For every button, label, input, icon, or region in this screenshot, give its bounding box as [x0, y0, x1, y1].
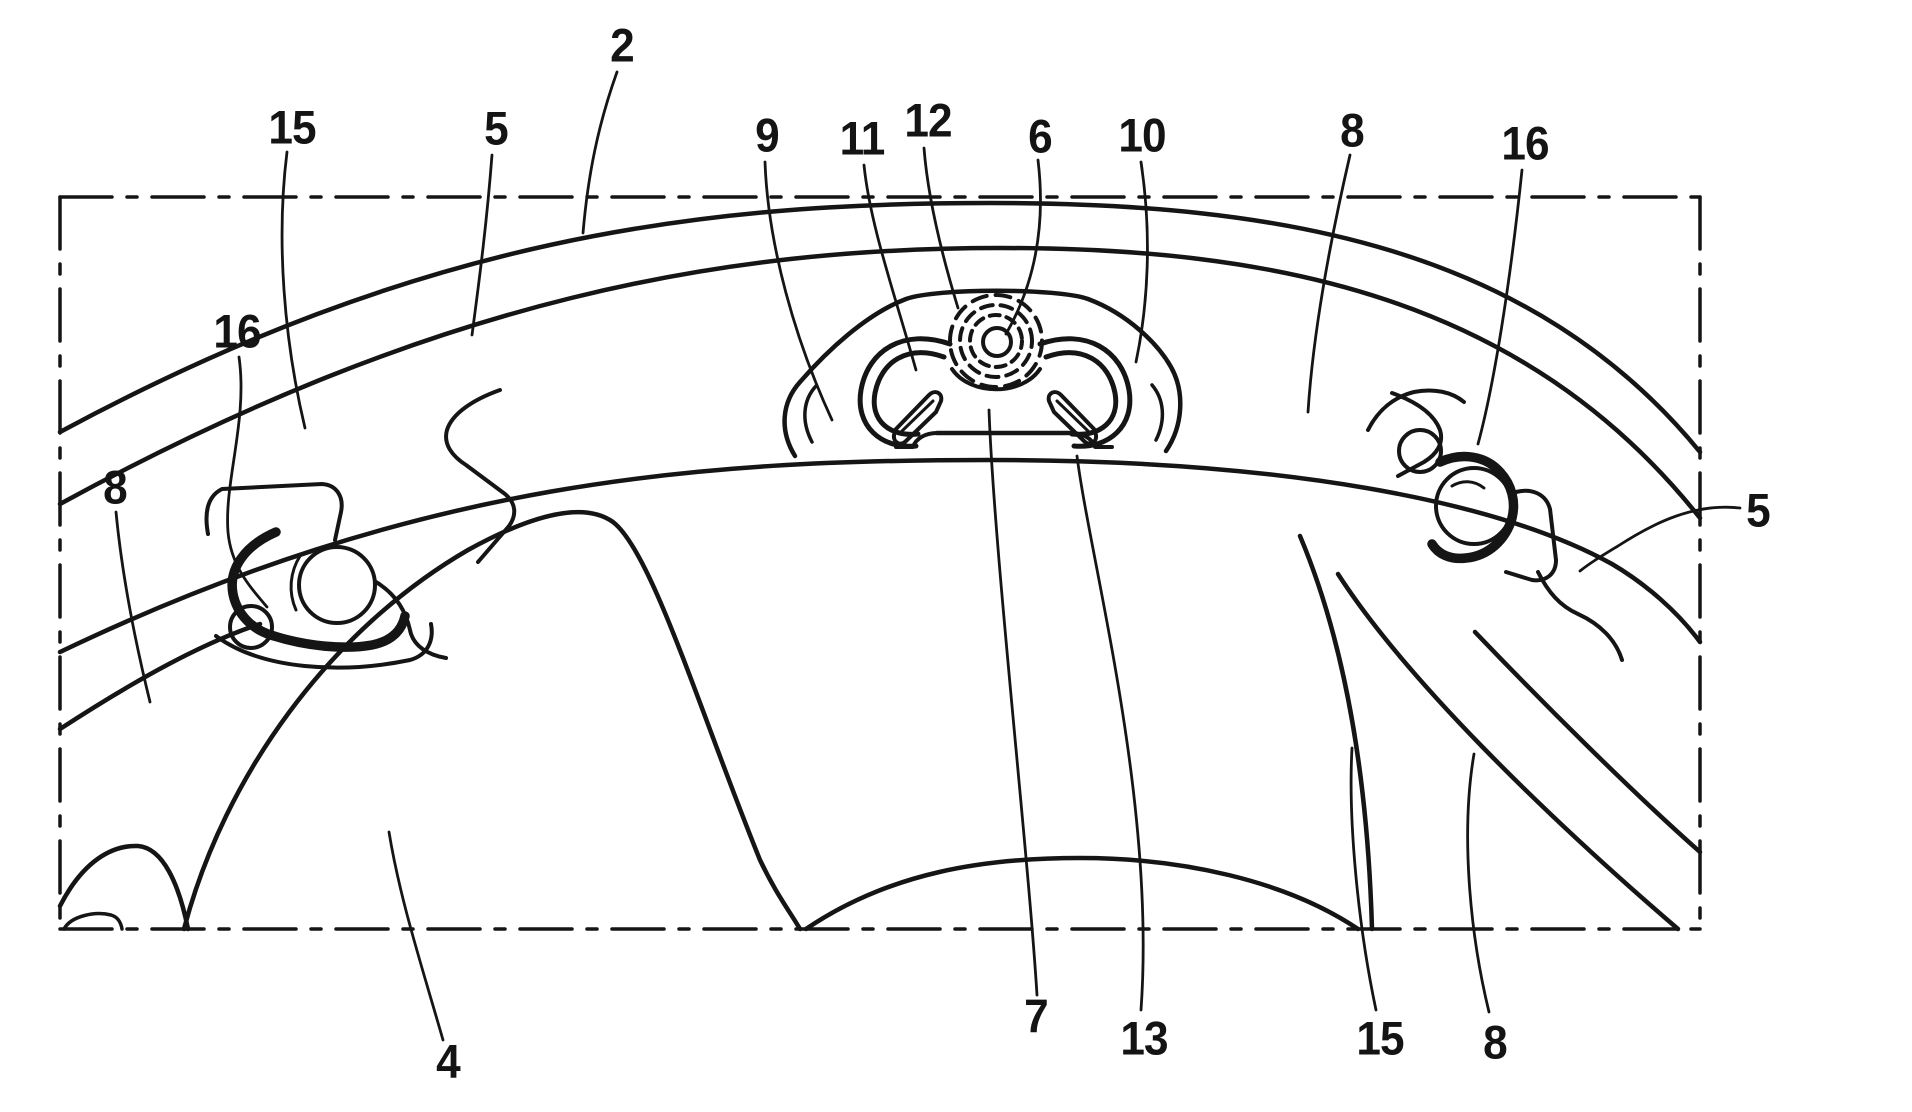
leader-16a [1476, 168, 1524, 446]
leader-16b [226, 355, 269, 609]
mound-inner-wall-left [803, 384, 818, 444]
right-hook-outer [1037, 336, 1133, 449]
mound-outline [782, 288, 1183, 459]
ref-numeral-12: 12 [904, 93, 952, 147]
ref-numeral-13: 13 [1120, 1011, 1168, 1065]
clip-base-step-left [894, 431, 939, 449]
ref-numeral-4: 4 [436, 1034, 461, 1088]
right-joint [1366, 388, 1624, 662]
phantom-border [58, 195, 1702, 931]
ref-numeral-8-top: 8 [1340, 103, 1365, 157]
boss-center-pin [981, 326, 1013, 358]
ref-numeral-9: 9 [755, 108, 780, 162]
segment-band-inner-arc [57, 457, 1703, 655]
right-clip-knob [1397, 428, 1443, 474]
inner-disc [57, 509, 1703, 932]
leader-12 [922, 146, 960, 310]
leader-15a [280, 150, 307, 430]
hub-rim-hump [57, 843, 191, 932]
ref-numeral-16-left: 16 [213, 304, 261, 358]
leader-5a [470, 153, 494, 337]
leader-10 [1134, 160, 1149, 364]
ref-numeral-16-top: 16 [1501, 116, 1549, 170]
right-segment-sweep-3 [1297, 533, 1375, 932]
left-wedge-line [900, 399, 935, 433]
hub-bore-arc [803, 855, 1361, 932]
right-spring-clip [1427, 451, 1519, 564]
ref-numeral-5-right: 5 [1746, 483, 1771, 537]
ref-numeral-8-left: 8 [103, 460, 128, 514]
leader-8c [1466, 752, 1491, 1014]
leader-8b [114, 510, 152, 704]
leader-lines [114, 70, 1742, 1042]
leader-6 [1004, 158, 1042, 336]
ring-arcs [57, 200, 1703, 732]
segment-band-lower-lip [57, 621, 263, 732]
leader-7 [987, 408, 1039, 997]
coil-spring-boss [948, 293, 1044, 389]
ref-numeral-6: 6 [1028, 109, 1053, 163]
leader-4 [387, 830, 445, 1042]
left-hook-outer [857, 336, 953, 449]
leader-8a [1306, 153, 1352, 414]
leader-11 [862, 163, 918, 372]
ref-numeral-15-bottom: 15 [1356, 1011, 1404, 1065]
ref-numeral-7: 7 [1024, 989, 1049, 1043]
outer-rim-inner-arc [57, 245, 1703, 521]
right-wedge-line [1055, 399, 1090, 433]
coil-ring-mid [958, 303, 1034, 379]
leader-13 [1075, 454, 1145, 1012]
coil-ring-inner [968, 313, 1024, 369]
outer-rim-outer-arc [57, 200, 1703, 455]
left-joint [204, 388, 517, 670]
disc-window-edge [181, 509, 803, 932]
leader-2 [581, 70, 619, 235]
leader-9 [763, 160, 834, 422]
ref-numeral-2: 2 [610, 18, 635, 72]
right-segment-sweep-1 [1335, 571, 1681, 932]
leader-5b [1578, 505, 1742, 573]
right-joint-lower-step [1536, 570, 1624, 662]
ref-numeral-11: 11 [839, 111, 886, 165]
left-spring-clip [227, 527, 410, 652]
left-clip-knob [228, 604, 274, 650]
clip-base-step-right [1069, 431, 1114, 449]
right-joint-pocket-wall [1366, 388, 1466, 432]
hub-rim-lens [62, 911, 124, 931]
left-joint-tongue-box [204, 482, 344, 542]
ref-numeral-5-top: 5 [484, 101, 509, 155]
right-segment-sweep-2 [1472, 629, 1703, 855]
left-wedge [891, 390, 944, 446]
ref-numeral-10: 10 [1118, 108, 1166, 162]
boss-cradle [950, 367, 1042, 392]
left-joint-pin [297, 545, 377, 625]
mound-inner-wall-right [1150, 383, 1165, 442]
ref-numeral-8-bottom: 8 [1483, 1015, 1508, 1069]
coil-ring-outer [948, 293, 1044, 389]
leader-15b [1349, 746, 1378, 1012]
left-clip-inner-edge [289, 554, 302, 612]
left-joint-pocket-wall [214, 622, 434, 670]
left-joint-lower-step [374, 580, 448, 660]
right-wedge [1046, 390, 1099, 446]
center-clip-assembly [782, 288, 1183, 459]
ref-numeral-15-top: 15 [268, 100, 316, 154]
right-clip-inner-edge [1450, 480, 1486, 490]
left-joint-upper-step [444, 388, 517, 564]
right-joint-upper-step [1390, 391, 1444, 478]
